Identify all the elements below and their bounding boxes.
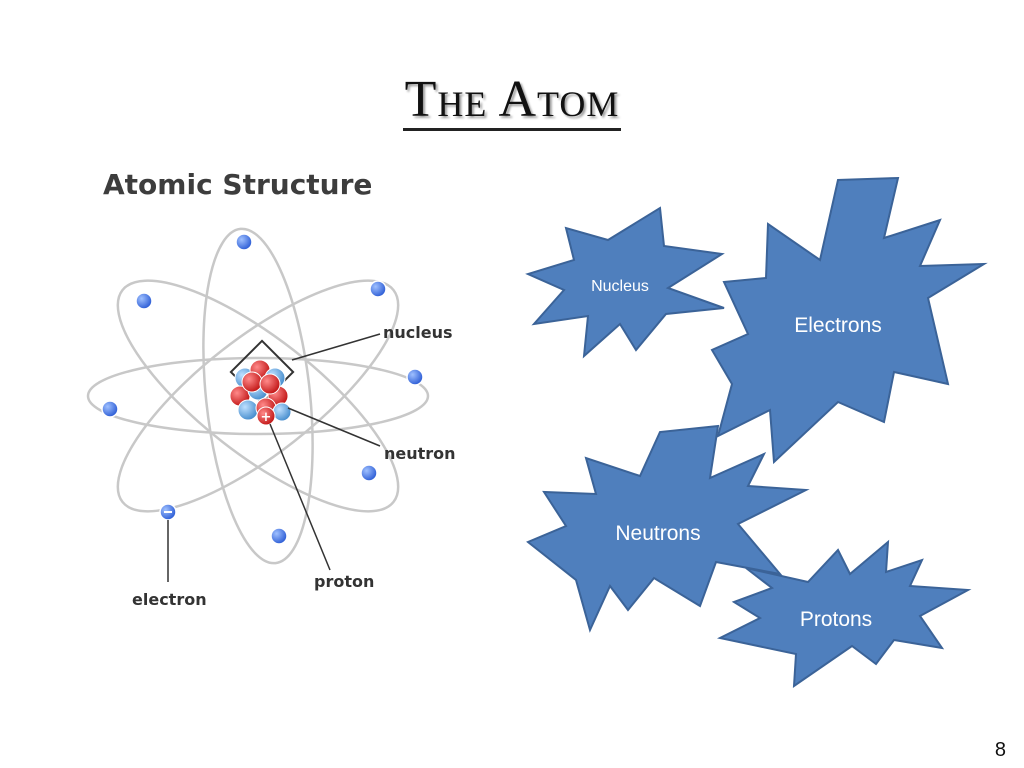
starburst-protons-label: Protons bbox=[800, 608, 872, 631]
atomic-structure-heading: Atomic Structure bbox=[103, 168, 373, 201]
proton-particle-marked bbox=[256, 406, 276, 426]
neutron-particle bbox=[272, 402, 292, 422]
proton-particle bbox=[259, 373, 281, 395]
electron-particle bbox=[270, 527, 288, 545]
orbit-horizontal bbox=[86, 356, 430, 436]
slide-title-text: The Atom bbox=[402, 72, 622, 131]
slide-title: The Atom bbox=[0, 70, 1024, 131]
orbit-diagonal-a bbox=[116, 279, 400, 513]
electron-particle bbox=[369, 280, 387, 298]
orbit-diagonal-b bbox=[116, 279, 400, 513]
starburst-nucleus-shape bbox=[525, 206, 725, 359]
electron-label: electron bbox=[132, 590, 207, 609]
starburst-electrons-shape bbox=[710, 176, 988, 465]
electron-particle bbox=[360, 464, 378, 482]
nucleus-leader bbox=[291, 333, 381, 361]
starburst-electrons: Electrons bbox=[710, 176, 988, 465]
neutron-particle bbox=[237, 399, 259, 421]
proton-plus-sign: + bbox=[261, 410, 272, 425]
starburst-nucleus: Nucleus bbox=[525, 206, 725, 359]
page-number: 8 bbox=[994, 739, 1006, 761]
electron-particle bbox=[235, 233, 253, 251]
starburst-protons-shape bbox=[716, 539, 972, 688]
nucleus bbox=[229, 359, 292, 426]
atom-diagram: + nucleus neutron proton electron bbox=[86, 227, 456, 609]
proton-label: proton bbox=[314, 572, 374, 591]
proton-leader bbox=[269, 423, 331, 571]
starburst-neutrons: Neutrons bbox=[526, 424, 810, 633]
starburst-neutrons-shape bbox=[526, 424, 810, 633]
electron-particle bbox=[135, 292, 153, 310]
starburst-protons: Protons bbox=[716, 539, 972, 688]
starburst-neutrons-label: Neutrons bbox=[615, 522, 700, 545]
orbit-vertical bbox=[202, 227, 314, 565]
electron-particle bbox=[101, 400, 119, 418]
neutron-leader bbox=[287, 407, 381, 447]
starburst-electrons-label: Electrons bbox=[794, 314, 882, 337]
leader-lines bbox=[167, 333, 381, 582]
nucleus-label: nucleus bbox=[383, 323, 453, 342]
starburst-nucleus-label: Nucleus bbox=[591, 278, 649, 295]
orbits bbox=[86, 227, 430, 565]
electrons bbox=[101, 233, 424, 545]
proton-particle bbox=[241, 371, 263, 393]
electron-particle bbox=[406, 368, 424, 386]
neutron-label: neutron bbox=[384, 444, 456, 463]
